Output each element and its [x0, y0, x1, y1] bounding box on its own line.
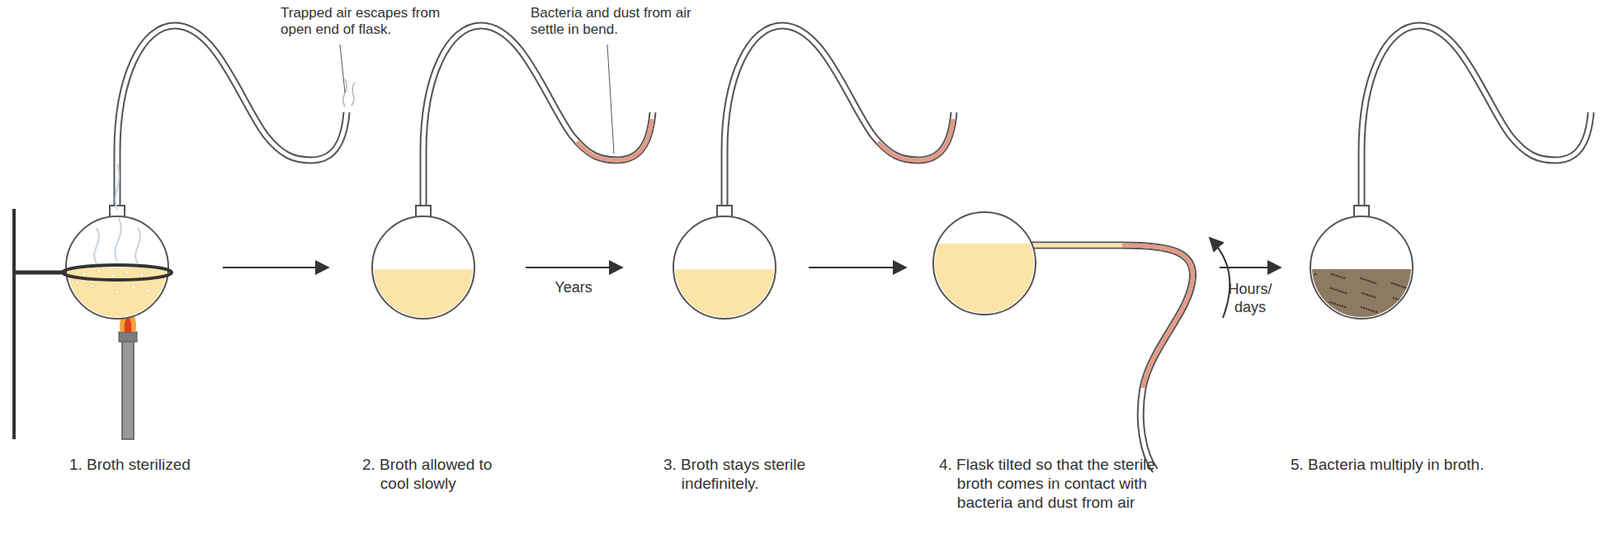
callout-note: Trapped air escapes from open end of fla…	[280, 4, 458, 39]
step-caption: 5. Bacteria multiply in broth.	[1290, 455, 1590, 475]
arrow-label: Hours/ days	[1222, 280, 1278, 317]
step-caption: 1. Broth sterilized	[69, 455, 286, 475]
callout-note: Bacteria and dust from air settle in ben…	[530, 4, 708, 39]
step-caption: 4. Flask tilted so that the sterile brot…	[939, 455, 1179, 512]
step-caption: 3. Broth stays sterile indefinitely.	[663, 455, 859, 494]
arrow-label: Years	[540, 278, 607, 298]
step-caption: 2. Broth allowed to cool slowly	[362, 455, 521, 494]
